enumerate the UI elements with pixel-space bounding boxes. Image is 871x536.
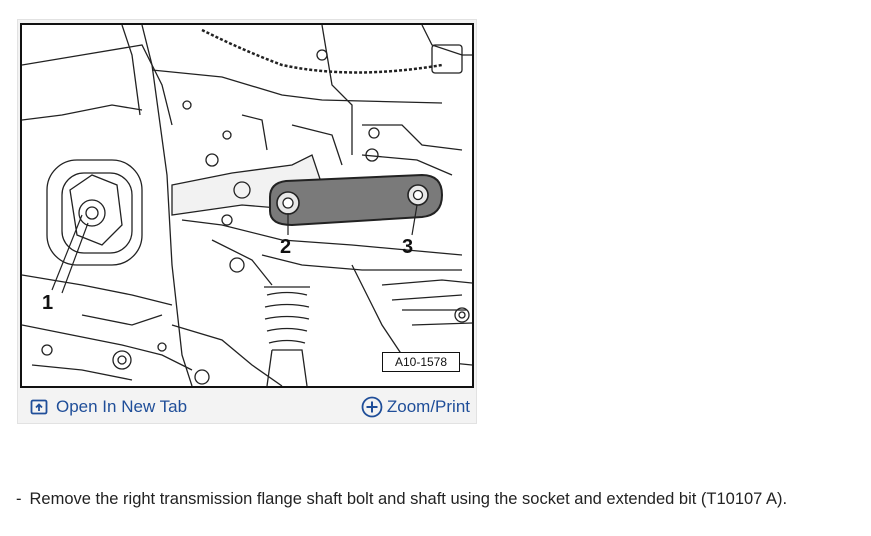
open-in-new-tab-label: Open In New Tab	[56, 397, 188, 416]
engine-mount-diagram[interactable]: 1 2 3 A10-1578	[20, 23, 474, 388]
external-window-icon	[30, 398, 48, 416]
zoom-print-link[interactable]: Zoom/Print	[361, 396, 470, 418]
instruction-bullet: -	[16, 490, 22, 508]
open-in-new-tab-link[interactable]: Open In New Tab	[30, 397, 187, 417]
zoom-print-label: Zoom/Print	[386, 397, 470, 416]
figure-card: 1 2 3 A10-1578 Open In New Tab Zoom/Prin…	[17, 19, 477, 424]
callout-1: 1	[42, 292, 54, 314]
figure-reference-code: A10-1578	[382, 352, 460, 372]
plus-circle-icon	[361, 396, 383, 418]
callout-3: 3	[402, 236, 414, 258]
instruction-text: Remove the right transmission flange sha…	[29, 490, 788, 508]
callout-2: 2	[280, 236, 292, 258]
figure-toolbar: Open In New Tab Zoom/Print	[18, 390, 476, 424]
instruction-step: -Remove the right transmission flange sh…	[16, 490, 866, 509]
diagram-drawing	[22, 25, 472, 386]
